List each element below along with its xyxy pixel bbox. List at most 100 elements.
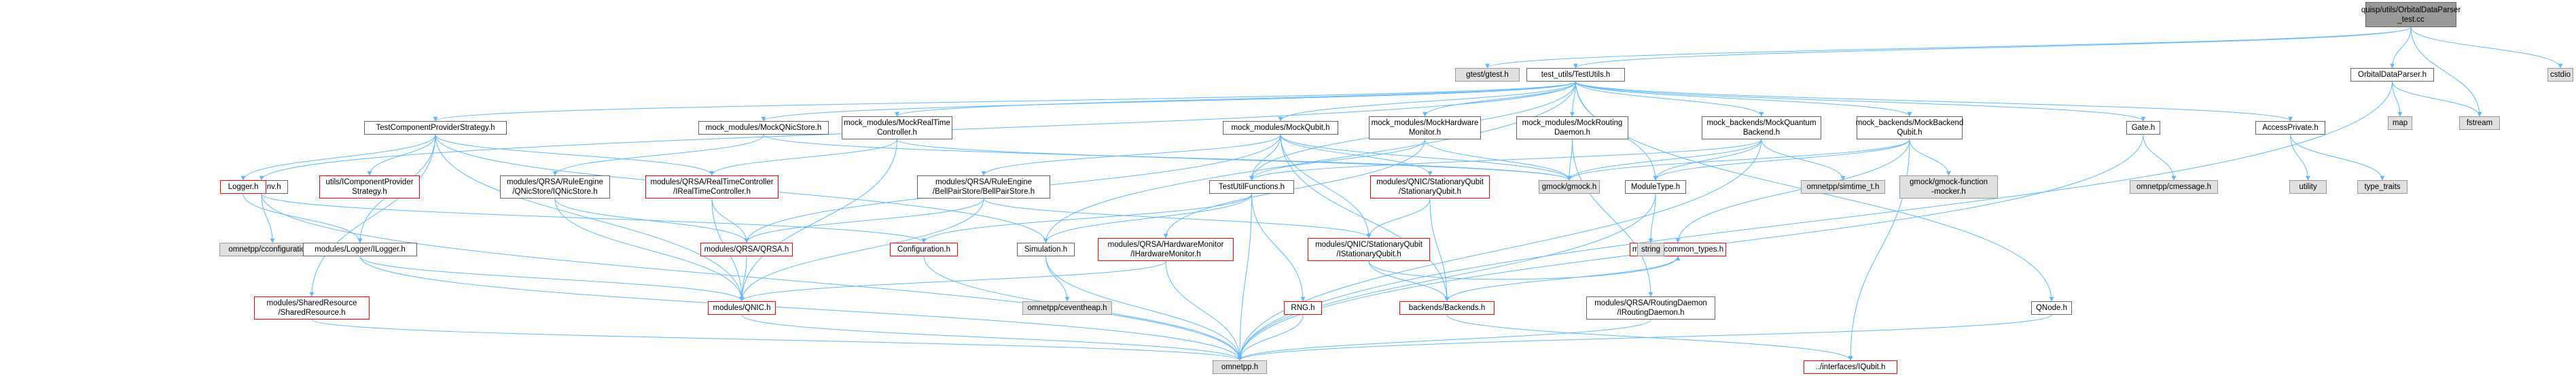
edge-mock-backend-qubit-to-module-type <box>1653 139 1910 181</box>
node-gmock[interactable]: gmock/gmock.h <box>1539 180 1600 194</box>
node-ilogger[interactable]: modules/Logger/ILogger.h <box>303 243 417 256</box>
edge-gate-to-cmessage <box>2143 134 2177 181</box>
edge-bell-pair-store-to-istationary-qubit <box>983 198 1372 239</box>
edge-qnode-to-omnetpp <box>1237 314 2052 361</box>
edge-test-util-functions-to-simulation <box>1043 193 1252 243</box>
edge-mock-routing-daemon-to-gmock <box>1567 139 1573 181</box>
node-simulation[interactable]: Simulation.h <box>1017 243 1075 256</box>
edge-testutils-to-mock-quantum-backend <box>1575 81 1764 117</box>
node-backends[interactable]: backends/Backends.h <box>1399 301 1495 315</box>
edge-root-file-node-to-cstdio <box>2410 27 2563 69</box>
edge-access-private-to-utility <box>2290 134 2310 181</box>
node-omnetpp[interactable]: omnetpp.h <box>1213 360 1267 374</box>
node-utility[interactable]: utility <box>2289 180 2327 194</box>
edge-mock-realtime-controller-to-qnic <box>739 139 897 302</box>
node-iqnic-store[interactable]: modules/QRSA/RuleEngine /QNicStore/IQNic… <box>500 175 610 199</box>
node-orbital-data-parser[interactable]: OrbitalDataParser.h <box>2350 68 2434 82</box>
node-stationary-qubit[interactable]: modules/QNIC/StationaryQubit /Stationary… <box>1370 175 1490 199</box>
node-mock-quantum-backend[interactable]: mock_backends/MockQuantum Backend.h <box>1702 116 1821 139</box>
edge-orbital-data-parser-to-fstream <box>2392 81 2482 117</box>
edge-mock-backend-qubit-to-gmock-function-mocker <box>1909 139 1951 176</box>
edge-module-type-to-string <box>1648 193 1656 243</box>
edge-testutils-to-test-component-provider-strategy <box>433 81 1576 122</box>
node-gtest[interactable]: gtest/gtest.h <box>1455 68 1520 82</box>
node-test-component-provider-strategy[interactable]: TestComponentProviderStrategy.h <box>364 121 507 135</box>
edge-rng-to-omnetpp <box>1237 314 1304 361</box>
edge-bell-pair-store-to-qrsa <box>744 198 984 243</box>
edge-istationary-qubit-to-backends <box>1368 260 1450 302</box>
edge-access-private-to-type-traits <box>2290 134 2385 181</box>
node-fstream[interactable]: fstream <box>2459 116 2500 130</box>
node-qnic[interactable]: modules/QNIC.h <box>708 301 776 315</box>
edge-mock-qubit-to-stationary-qubit <box>1280 134 1433 176</box>
edge-shared-resource-to-omnetpp <box>311 319 1242 361</box>
edge-test-component-provider-strategy-to-icomponent-provider-strategy <box>367 134 436 176</box>
node-gate[interactable]: Gate.h <box>2126 121 2160 135</box>
edge-test-util-functions-to-rng <box>1251 193 1306 302</box>
edge-iqnic-store-to-qrsa <box>554 198 749 243</box>
node-testutils[interactable]: test_utils/TestUtils.h <box>1526 68 1625 82</box>
node-mock-backend-qubit[interactable]: mock_backends/MockBackend Qubit.h <box>1856 116 1963 139</box>
edge-orbital-data-parser-to-map <box>2392 81 2403 117</box>
node-string[interactable]: string <box>1637 243 1664 256</box>
edge-mock-backend-qubit-to-common-types <box>1675 139 1910 243</box>
node-mock-realtime-controller[interactable]: mock_modules/MockRealTime Controller.h <box>842 116 952 139</box>
node-rng[interactable]: RNG.h <box>1284 301 1322 315</box>
node-simtime[interactable]: omnetpp/simtime_t.h <box>1801 180 1885 194</box>
node-bell-pair-store[interactable]: modules/QRSA/RuleEngine /BellPairStore/B… <box>917 175 1050 199</box>
edge-testutils-to-gate <box>1575 81 2146 122</box>
node-type-traits[interactable]: type_traits <box>2357 180 2408 194</box>
edge-logger-to-ilogger <box>243 193 363 243</box>
node-access-private[interactable]: AccessPrivate.h <box>2255 121 2325 135</box>
node-cmessage[interactable]: omnetpp/cmessage.h <box>2130 180 2218 194</box>
edge-stationary-qubit-to-istationary-qubit <box>1366 198 1431 239</box>
node-gmock-function-mocker[interactable]: gmock/gmock-function -mocker.h <box>1899 175 1998 199</box>
edge-test-util-functions-to-omnetpp <box>1237 193 1252 361</box>
edge-istationary-qubit-to-common-types <box>1368 256 1681 280</box>
node-irealtime-controller[interactable]: modules/QRSA/RealTimeController /IRealTi… <box>645 175 779 199</box>
edge-test-component-provider-strategy-to-qnic <box>435 134 745 302</box>
node-qrsa[interactable]: modules/QRSA/QRSA.h <box>700 243 793 256</box>
edge-static-env-to-configuration <box>261 193 927 243</box>
edge-common-types-to-backends <box>1444 256 1679 302</box>
node-mock-routing-daemon[interactable]: mock_modules/MockRouting Daemon.h <box>1516 116 1628 139</box>
node-qnode[interactable]: QNode.h <box>2031 301 2072 315</box>
node-map[interactable]: map <box>2388 116 2412 130</box>
edge-testutils-to-mock-backend-qubit <box>1575 81 1912 117</box>
node-mock-qnic-store[interactable]: mock_modules/MockQNicStore.h <box>698 121 829 135</box>
edge-testutils-to-mock-hardware-monitor <box>1423 81 1576 117</box>
edge-mock-quantum-backend-to-test-util-functions <box>1249 139 1762 181</box>
node-irouting-daemon[interactable]: modules/QRSA/RoutingDaemon /IRoutingDaem… <box>1586 296 1715 320</box>
node-logger[interactable]: Logger.h <box>220 180 266 194</box>
node-istationary-qubit[interactable]: modules/QNIC/StationaryQubit /IStationar… <box>1308 238 1430 261</box>
node-configuration[interactable]: Configuration.h <box>890 243 958 256</box>
node-mock-qubit[interactable]: mock_modules/MockQubit.h <box>1223 121 1338 135</box>
node-mock-hardware-monitor[interactable]: mock_modules/MockHardware Monitor.h <box>1369 116 1481 139</box>
node-ceventheap[interactable]: omnetpp/ceventheap.h <box>1022 301 1112 315</box>
edge-mock-qubit-to-test-util-functions <box>1249 134 1281 181</box>
edge-mock-hardware-monitor-to-gmock <box>1425 139 1572 181</box>
node-test-util-functions[interactable]: TestUtilFunctions.h <box>1209 180 1294 194</box>
edge-bell-pair-store-to-qnic <box>739 198 984 302</box>
edge-ilogger-to-omnetpp <box>359 256 1242 361</box>
node-cstdio[interactable]: cstdio <box>2547 68 2573 82</box>
edge-irealtime-controller-to-qrsa <box>711 198 749 243</box>
edge-static-env-to-omnetpp <box>261 193 1242 361</box>
edge-testutils-to-mock-qnic-store <box>761 81 1576 122</box>
node-ihardware-monitor[interactable]: modules/QRSA/HardwareMonitor /IHardwareM… <box>1098 238 1234 261</box>
edge-testutils-to-access-private <box>1575 81 2293 122</box>
node-icomponent-provider-strategy[interactable]: utils/IComponentProvider Strategy.h <box>319 175 420 199</box>
node-module-type[interactable]: ModuleType.h <box>1625 180 1686 194</box>
edge-test-component-provider-strategy-to-logger <box>240 134 436 181</box>
node-iqubit[interactable]: ../interfaces/IQubit.h <box>1804 360 1897 374</box>
node-shared-resource[interactable]: modules/SharedResource /SharedResource.h <box>254 296 370 320</box>
edge-iqnic-store-to-qnic <box>554 198 745 302</box>
edge-ilogger-to-qnic <box>359 256 745 302</box>
edge-mock-backend-qubit-to-gmock <box>1567 139 1910 181</box>
node-cconfiguration[interactable]: omnetpp/cconfiguration.h <box>219 243 325 256</box>
edge-simulation-to-ceventheap <box>1045 256 1070 302</box>
edge-module-type-to-omnetpp <box>1237 193 1656 361</box>
edge-mock-qubit-to-bell-pair-store <box>981 134 1281 176</box>
edge-mock-quantum-backend-to-simtime <box>1761 139 1846 181</box>
edge-test-component-provider-strategy-to-irealtime-controller <box>435 134 715 176</box>
